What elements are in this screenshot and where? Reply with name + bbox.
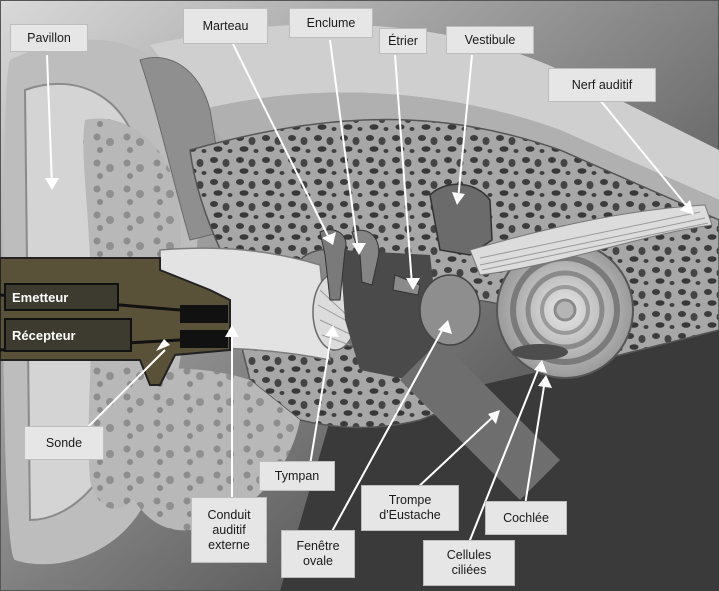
probe-label-recepteur: Récepteur (4, 318, 132, 352)
label-cellules-line-1: Cellules (446, 548, 492, 562)
label-etrier: Étrier (379, 28, 427, 54)
label-nerf-auditif: Nerf auditif (548, 68, 656, 102)
eustachian-tube (400, 340, 560, 500)
label-cochlee-text: Cochlée (503, 510, 549, 525)
label-tympan-text: Tympan (274, 468, 320, 483)
label-conduit-line-2: auditif (212, 522, 246, 537)
label-pavillon-text: Pavillon (27, 30, 71, 45)
probe-label-emetteur: Emetteur (4, 283, 119, 311)
label-vestibule-text: Vestibule (464, 32, 516, 47)
skull-top-layer (150, 24, 719, 201)
label-pavillon: Pavillon (10, 24, 88, 52)
label-nerf-auditif-text: Nerf auditif (571, 77, 633, 92)
label-marteau: Marteau (183, 8, 268, 44)
label-fenetre-line-2: ovale (303, 554, 333, 568)
probe-label-emetteur-text: Emetteur (12, 289, 69, 305)
label-fenetre-line-1: Fenêtre (296, 539, 340, 553)
label-trompe-eustache: Trompe d'Eustache (361, 485, 459, 531)
tympanum-lines (317, 289, 355, 346)
label-marteau-text: Marteau (202, 18, 249, 33)
lower-cartilage (105, 368, 300, 531)
label-conduit-line-1: Conduit (207, 507, 251, 522)
label-tympan: Tympan (259, 461, 335, 491)
label-conduit-auditif-externe: Conduit auditif externe (191, 497, 267, 563)
probe-label-recepteur-text: Récepteur (12, 327, 76, 343)
label-fenetre-ovale: Fenêtre ovale (281, 530, 355, 578)
label-conduit-line-3: externe (208, 537, 250, 552)
label-cellules-ciliees: Cellules ciliées (423, 540, 515, 586)
label-enclume: Enclume (289, 8, 373, 38)
label-etrier-text: Étrier (388, 33, 418, 48)
pointer-lines (46, 39, 691, 546)
malleus (319, 229, 347, 301)
label-trompe-line-2: d'Eustache (379, 508, 441, 522)
nerve-fibres (479, 211, 709, 271)
label-cellules-line-2: ciliées (451, 563, 487, 577)
label-sonde: Sonde (24, 426, 104, 460)
oval-window (419, 274, 481, 346)
label-enclume-text: Enclume (306, 15, 356, 30)
pointer-arrowheads (45, 178, 694, 424)
label-sonde-text: Sonde (45, 435, 83, 450)
label-vestibule: Vestibule (446, 26, 534, 54)
label-trompe-line-1: Trompe (388, 493, 432, 507)
label-cochlee: Cochlée (485, 501, 567, 535)
